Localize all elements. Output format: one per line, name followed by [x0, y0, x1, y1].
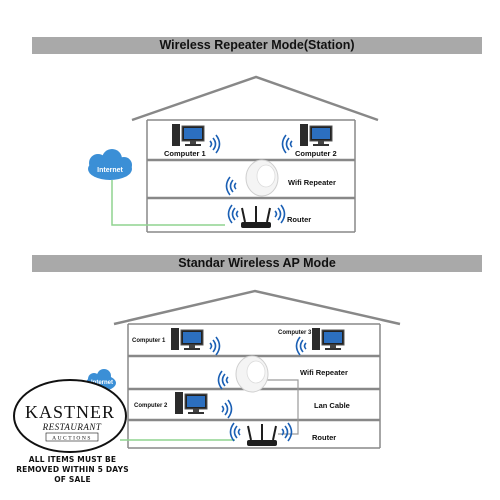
house-1-roof — [131, 75, 379, 122]
section1-title-banner: Wireless Repeater Mode(Station) — [32, 37, 482, 54]
section2-title-banner: Standar Wireless AP Mode — [32, 255, 482, 272]
wifi-repeater-label-1: Wifi Repeater — [288, 178, 336, 187]
wifi-waves-icon — [221, 399, 233, 419]
logo-line3: AUCTIONS — [52, 436, 92, 442]
computer-1-label-2: Computer 1 — [132, 338, 166, 344]
computer-2-icon — [299, 123, 333, 147]
computer-1-icon-2 — [170, 327, 204, 351]
logo-line2: RESTAURANT — [42, 422, 102, 432]
removal-notice: ALL ITEMS MUST BE REMOVED WITHIN 5 DAYS … — [16, 455, 129, 484]
wifi-waves-icon — [227, 204, 239, 224]
house-2 — [113, 289, 401, 449]
wifi-repeater-icon-2 — [235, 355, 269, 393]
wifi-waves-icon — [225, 176, 237, 196]
house-2-roof — [113, 289, 401, 326]
computer-3-icon — [311, 327, 345, 351]
logo-line1: KASTNER — [25, 402, 115, 422]
computer-2-label-2: Computer 2 — [134, 403, 168, 409]
router-label-2: Router — [312, 433, 336, 442]
router-label-1: Router — [287, 215, 311, 224]
internet-cloud-icon-1 — [88, 149, 132, 180]
wifi-repeater-label-2: Wifi Repeater — [300, 368, 348, 377]
computer-2-icon-2 — [174, 391, 208, 415]
computer-3-label: Computer 3 — [278, 330, 312, 336]
wifi-waves-icon — [229, 422, 241, 442]
wifi-waves-icon — [281, 134, 293, 154]
internet-label-1: Internet — [97, 167, 123, 174]
internet-cable-1 — [111, 180, 225, 226]
computer-1-label: Computer 1 — [164, 149, 206, 158]
lan-cable-label: Lan Cable — [314, 401, 350, 410]
wifi-waves-icon — [281, 422, 293, 442]
wifi-waves-icon — [274, 204, 286, 224]
router-icon-2 — [246, 423, 278, 447]
wifi-waves-icon — [217, 370, 229, 390]
router-icon-1 — [240, 205, 272, 229]
house-1 — [131, 75, 379, 233]
internet-label-2: Internet — [91, 380, 113, 386]
wifi-waves-icon — [209, 336, 221, 356]
computer-2-label: Computer 2 — [295, 149, 337, 158]
wifi-waves-icon — [209, 134, 221, 154]
wifi-waves-icon — [295, 336, 307, 356]
computer-1-icon — [171, 123, 205, 147]
wifi-repeater-icon-1 — [245, 159, 279, 197]
kastner-logo: KASTNER RESTAURANT AUCTIONS — [13, 379, 127, 453]
